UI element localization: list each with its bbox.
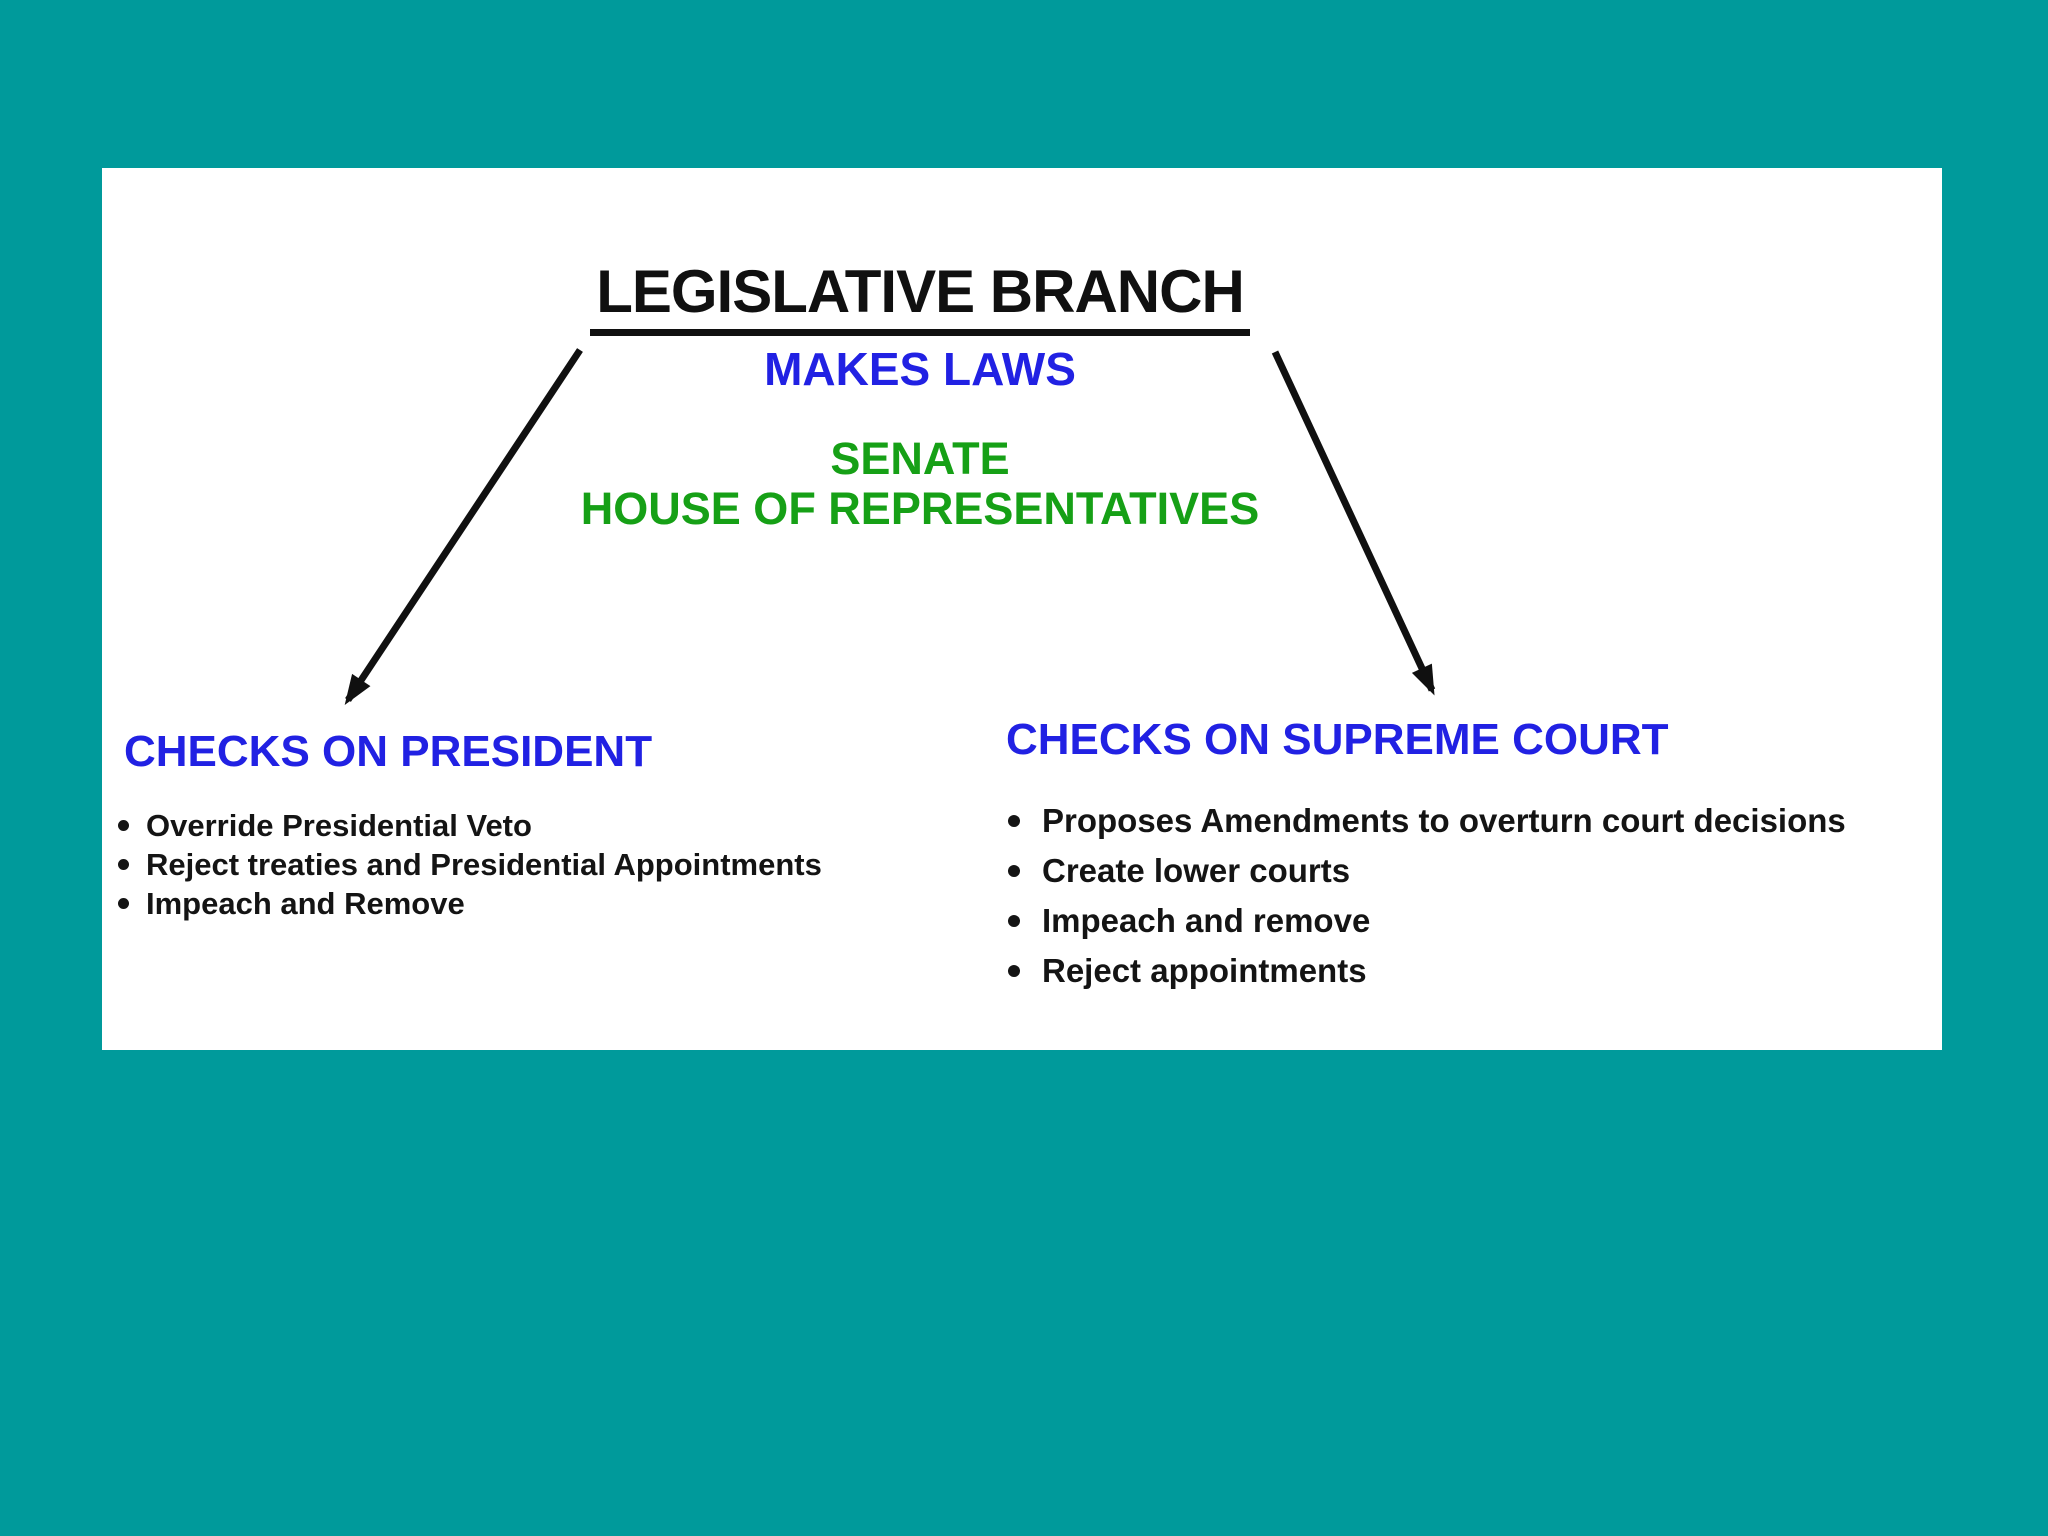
checks-on-president-heading: CHECKS ON PRESIDENT [124, 727, 653, 776]
bullet-item: Create lower courts [1004, 846, 1846, 896]
chamber-senate: SENATE [830, 433, 1010, 484]
bullet-item: Reject treaties and Presidential Appoint… [116, 845, 822, 884]
branch-function-label: MAKES LAWS [764, 343, 1076, 395]
chambers-block: SENATE HOUSE OF REPRESENTATIVES [102, 434, 1738, 534]
checks-on-supreme-court-list: Proposes Amendments to overturn court de… [1004, 796, 1846, 996]
bullet-item: Override Presidential Veto [116, 806, 822, 845]
bullet-item: Impeach and Remove [116, 884, 822, 923]
bullet-item: Impeach and remove [1004, 896, 1846, 946]
bullet-item: Reject appointments [1004, 946, 1846, 996]
bullet-item: Proposes Amendments to overturn court de… [1004, 796, 1846, 846]
checks-on-supreme-court-heading: CHECKS ON SUPREME COURT [1006, 715, 1669, 764]
diagram-panel: LEGISLATIVE BRANCH MAKES LAWS SENATE HOU… [102, 168, 1942, 1050]
branch-title: LEGISLATIVE BRANCH [590, 260, 1250, 336]
chamber-house: HOUSE OF REPRESENTATIVES [580, 483, 1260, 534]
